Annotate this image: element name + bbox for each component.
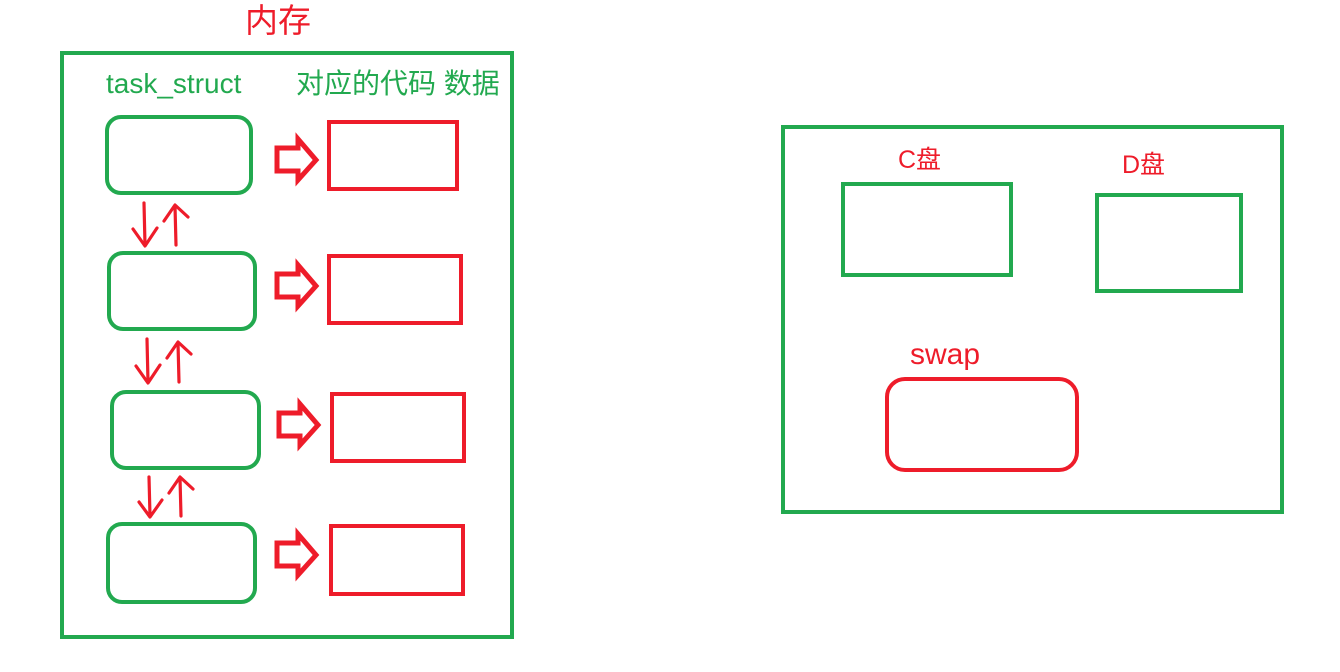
c-drive-box[interactable] [841, 182, 1013, 277]
code-data-box-3[interactable] [330, 392, 466, 463]
c-drive-label: C盘 [898, 146, 942, 174]
task-struct-box-4[interactable] [106, 522, 257, 604]
d-drive-label: D盘 [1122, 151, 1166, 179]
code-data-box-2[interactable] [327, 254, 463, 325]
task-struct-box-1[interactable] [105, 115, 253, 195]
task-struct-box-2[interactable] [107, 251, 257, 331]
code-data-box-4[interactable] [329, 524, 465, 596]
column-header-task-struct: task_struct [106, 68, 242, 99]
swap-label: swap [910, 338, 981, 371]
page-title: 内存 [245, 2, 311, 39]
memory-frame [60, 51, 514, 639]
task-struct-box-3[interactable] [110, 390, 261, 470]
column-header-code-data: 对应的代码 数据 [296, 68, 500, 99]
swap-box[interactable] [885, 377, 1079, 472]
code-data-box-1[interactable] [327, 120, 459, 191]
disk-frame [781, 125, 1284, 514]
d-drive-box[interactable] [1095, 193, 1243, 293]
